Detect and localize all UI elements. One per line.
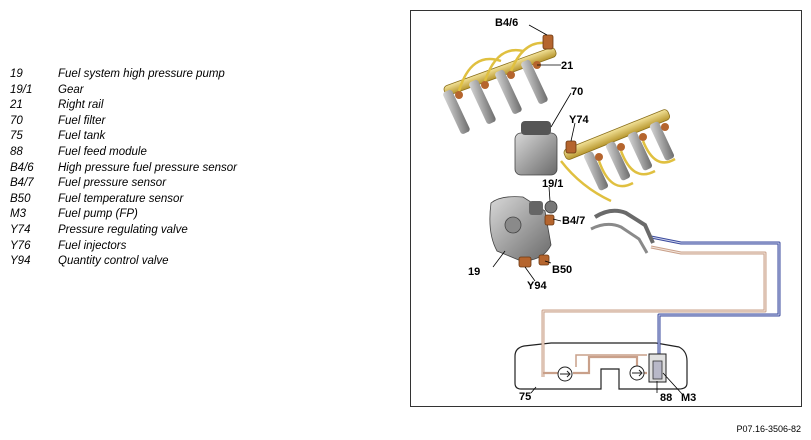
legend-label: Fuel injectors xyxy=(58,239,127,252)
legend-list: 19 Fuel system high pressure pump 19/1 Gea… xyxy=(10,67,237,270)
fuel-system-illustration: B4/6 21 70 Y74 19/1 B4/7 19 B50 Y94 75 8… xyxy=(443,17,781,404)
fuel-hose xyxy=(593,208,655,244)
fuel-feed-line xyxy=(650,235,781,362)
fuel-filter xyxy=(514,121,558,176)
callout-b4-7: B4/7 xyxy=(562,215,585,227)
legend-label: Right rail xyxy=(58,99,104,112)
callout-y94: Y94 xyxy=(527,280,547,292)
legend-row: B4/6 High pressure fuel pressure sensor xyxy=(10,161,237,177)
jet-pump-symbol xyxy=(560,370,571,378)
legend-code: 75 xyxy=(10,130,23,143)
legend-label: Fuel pressure sensor xyxy=(58,177,167,190)
callout-75: 75 xyxy=(519,391,531,403)
legend-code: Y94 xyxy=(10,255,31,268)
fuel-pressure-sensor-b4-7 xyxy=(544,214,555,226)
legend-row: B4/7 Fuel pressure sensor xyxy=(10,176,237,192)
callout-y74: Y74 xyxy=(569,114,589,126)
legend-code: B50 xyxy=(10,192,31,205)
legend-row: 88 Fuel feed module xyxy=(10,145,237,161)
callout-m3: M3 xyxy=(681,392,696,404)
right-rail xyxy=(563,109,670,160)
legend-code: 88 xyxy=(10,145,23,158)
legend-label: High pressure fuel pressure sensor xyxy=(58,161,237,174)
gear-19-1 xyxy=(544,200,558,214)
callout-19: 19 xyxy=(468,266,480,278)
legend-row: B50 Fuel temperature sensor xyxy=(10,192,237,208)
tank-internal-line-2 xyxy=(575,354,647,367)
callout-19-1: 19/1 xyxy=(542,178,563,190)
fuel-temperature-sensor-b50 xyxy=(538,254,550,266)
legend-code: Y74 xyxy=(10,223,31,236)
legend-code: 70 xyxy=(10,114,23,127)
figure-reference: P07.16-3506-82 xyxy=(736,424,801,434)
legend-code: M3 xyxy=(10,208,26,221)
callout-21: 21 xyxy=(561,60,573,72)
callout-88: 88 xyxy=(660,392,672,404)
legend-row: Y74 Pressure regulating valve xyxy=(10,223,237,239)
legend-label: Fuel temperature sensor xyxy=(58,192,184,205)
legend-label: Fuel feed module xyxy=(58,145,147,158)
legend-row: Y76 Fuel injectors xyxy=(10,239,237,255)
quantity-control-valve-y94 xyxy=(518,256,532,268)
fuel-hose-2 xyxy=(590,222,649,254)
high-pressure-line-left xyxy=(457,41,546,92)
legend-row: 75 Fuel tank xyxy=(10,129,237,145)
fuel-tank-outline xyxy=(514,342,688,390)
legend-row: 19 Fuel system high pressure pump xyxy=(10,67,237,83)
pressure-regulating-valve-y74 xyxy=(565,140,577,154)
legend-code: 19 xyxy=(10,68,23,80)
legend-row: 19/1 Gear xyxy=(10,83,237,99)
legend-row: M3 Fuel pump (FP) xyxy=(10,207,237,223)
legend-label: Fuel filter xyxy=(58,114,106,127)
callout-b50: B50 xyxy=(552,264,572,276)
legend-label: Fuel system high pressure pump xyxy=(58,68,225,80)
high-pressure-sensor-b4-6 xyxy=(542,34,554,50)
fuel-feed-line-inner xyxy=(650,236,780,362)
legend-label: Quantity control valve xyxy=(58,255,169,268)
legend-code: Y76 xyxy=(10,239,31,252)
legend-code: B4/7 xyxy=(10,177,34,190)
callout-leader-lines xyxy=(492,24,684,396)
legend-label: Fuel tank xyxy=(58,130,106,143)
legend-code: 19/1 xyxy=(10,83,33,96)
high-pressure-line-right xyxy=(560,140,676,203)
legend-label: Fuel pump (FP) xyxy=(58,208,138,221)
fuel-system-diagram: B4/6 21 70 Y74 19/1 B4/7 19 B50 Y94 75 8… xyxy=(410,10,802,407)
fuel-injectors-left xyxy=(443,59,548,134)
legend-code: B4/6 xyxy=(10,161,34,174)
fuel-injectors-right xyxy=(584,121,674,191)
legend-row: Y94 Quantity control valve xyxy=(10,254,237,270)
check-valve-symbol xyxy=(632,369,643,377)
high-pressure-pump xyxy=(489,196,552,262)
callout-70: 70 xyxy=(571,86,583,98)
legend-label: Pressure regulating valve xyxy=(58,223,188,236)
fuel-return-line-inner xyxy=(542,246,766,377)
legend-row: 70 Fuel filter xyxy=(10,114,237,130)
legend-code: 21 xyxy=(10,99,23,112)
legend-label: Gear xyxy=(58,83,84,96)
callout-b4-6: B4/6 xyxy=(495,17,518,29)
legend-row: 21 Right rail xyxy=(10,98,237,114)
fuel-pump-m3 xyxy=(652,360,663,380)
